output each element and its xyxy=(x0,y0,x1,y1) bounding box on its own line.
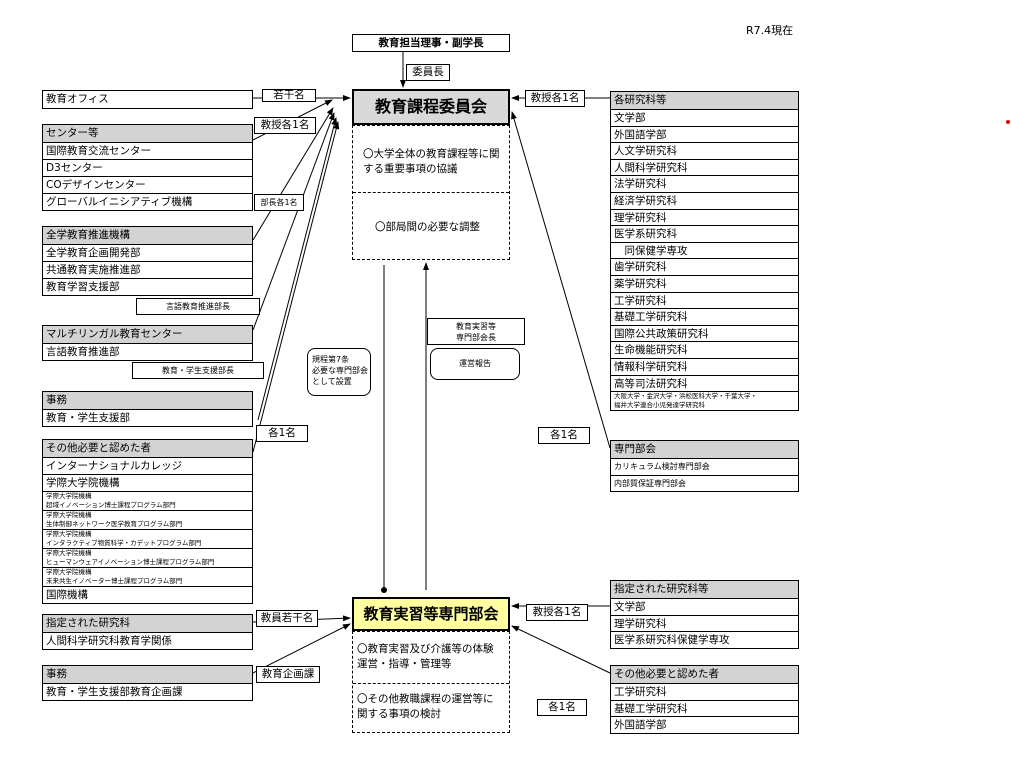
group-header: 専門部会 xyxy=(611,441,798,458)
list-item: インターナショナルカレッジ xyxy=(43,457,252,474)
edu-head-label: 教育・学生支援部長 xyxy=(132,362,264,379)
group-header: 事務 xyxy=(43,666,252,683)
list-item: 法学研究科 xyxy=(611,175,798,192)
group-box: 各研究科等文学部外国語学部人文学研究科人間科学研究科法学研究科経済学研究科理学研… xyxy=(610,91,799,412)
right-each-label: 各1名 xyxy=(538,427,590,444)
date-label: R7.4現在 xyxy=(746,24,794,37)
list-item: D3センター xyxy=(43,159,252,176)
list-item: 経済学研究科 xyxy=(611,191,798,209)
subcommittee-duties: 〇教育実習及び介護等の体験運営・指導・管理等 〇その他教職課程の運営等に関する事… xyxy=(352,631,510,733)
list-item: 内部質保証専門部会 xyxy=(611,474,798,492)
subcommittee-duty-1: 〇教育実習及び介護等の体験運営・指導・管理等 xyxy=(353,632,509,684)
list-item: 共通教育実施推進部 xyxy=(43,261,252,278)
committee-duty-1: 〇大学全体の教育課程等に関する重要事項の協議 xyxy=(353,126,509,193)
list-item-small: 学際大学院機構 未来共生イノベーター博士課程プログラム部門 xyxy=(43,567,252,586)
list-item: 教育・学生支援部教育企画課 xyxy=(43,683,252,700)
right-prof-label: 教授各1名 xyxy=(525,90,585,107)
chair-label: 委員長 xyxy=(406,64,450,81)
list-item: 外国語学部 xyxy=(611,716,798,733)
group-box: 指定された研究科人間科学研究科教育学関係 xyxy=(42,614,253,650)
report-note: 運営報告 xyxy=(430,348,520,380)
list-item: 言語教育推進部 xyxy=(43,343,252,360)
list-item: COデザインセンター xyxy=(43,176,252,193)
list-item-small: 大阪大学・金沢大学・浜松医科大学・千葉大学・ 福井大学連合小児発達学研究科 xyxy=(611,391,798,410)
dean-label: 部長各1名 xyxy=(254,194,304,211)
committee-duties: 〇大学全体の教育課程等に関する重要事項の協議 〇部局間の必要な調整 xyxy=(352,125,510,260)
list-item: 国際機構 xyxy=(43,586,252,603)
list-item-small: 学際大学院機構 生体制御ネットワーク医学教育プログラム部門 xyxy=(43,510,252,529)
list-item-small: 学際大学院機構 超域イノベーション博士課程プログラム部門 xyxy=(43,491,252,510)
list-item: 人文学研究科 xyxy=(611,142,798,159)
group-header: 全学教育推進機構 xyxy=(43,227,252,244)
list-item: 教育学習支援部 xyxy=(43,278,252,295)
list-item: 理学研究科 xyxy=(611,208,798,226)
prof-label: 教授各1名 xyxy=(254,117,316,134)
list-item: 工学研究科 xyxy=(611,683,798,700)
list-item: 基礎工学研究科 xyxy=(611,699,798,717)
list-item: 文学部 xyxy=(611,598,798,615)
list-item: 人間科学研究科 xyxy=(611,158,798,176)
lang-head-label: 言語教育推進部長 xyxy=(136,298,260,315)
group-box: マルチリンガル教育センター言語教育推進部 xyxy=(42,325,253,361)
group-box: 事務教育・学生支援部教育企画課 xyxy=(42,665,253,701)
committee-duty-2: 〇部局間の必要な調整 xyxy=(375,221,480,233)
list-item: 工学研究科 xyxy=(611,291,798,309)
list-item: 歯学研究科 xyxy=(611,258,798,275)
group-header: 各研究科等 xyxy=(611,92,798,109)
staff-label: 教員若干名 xyxy=(256,610,318,627)
list-item: 高等司法研究科 xyxy=(611,374,798,392)
list-item: グローバルイニシアティブ機構 xyxy=(43,193,252,210)
group-header: 指定された研究科等 xyxy=(611,581,798,598)
list-item: 医学系研究科 xyxy=(611,225,798,242)
list-item: 学際大学院機構 xyxy=(43,474,252,491)
group-header: その他必要と認めた者 xyxy=(611,666,798,683)
list-item: 文学部 xyxy=(611,109,798,126)
list-item: 情報科学研究科 xyxy=(611,357,798,375)
right-prof2-label: 教授各1名 xyxy=(526,604,588,621)
list-item-small: 学際大学院機構 ヒューマンウェアイノベーション博士課程プログラム部門 xyxy=(43,548,252,567)
office-box: 教育オフィス xyxy=(42,90,253,109)
list-item: 国際教育交流センター xyxy=(43,142,252,159)
subcommittee-title: 教育実習等専門部会 xyxy=(352,597,510,631)
vice-president-box: 教育担当理事・副学長 xyxy=(352,34,510,52)
group-header: マルチリンガル教育センター xyxy=(43,326,252,343)
committee-title: 教育課程委員会 xyxy=(352,89,510,125)
list-item: 国際公共政策研究科 xyxy=(611,324,798,342)
list-item: カリキュラム検討専門部会 xyxy=(611,458,798,475)
list-item: 外国語学部 xyxy=(611,125,798,143)
list-item: 医学系研究科保健学専攻 xyxy=(611,631,798,648)
office-item: 教育オフィス xyxy=(46,93,109,105)
plan-label: 教育企画課 xyxy=(256,666,320,683)
group-box: その他必要と認めた者インターナショナルカレッジ学際大学院機構学際大学院機構 超域… xyxy=(42,439,253,604)
group-box: 指定された研究科等文学部理学研究科医学系研究科保健学専攻 xyxy=(610,580,799,649)
group-box: 事務教育・学生支援部 xyxy=(42,391,253,427)
list-item: 生命機能研究科 xyxy=(611,341,798,358)
rule-note: 規程第7条 必要な専門部会 として設置 xyxy=(307,348,371,396)
list-item: 教育・学生支援部 xyxy=(43,409,252,426)
subcommittee-duty-2: 〇その他教職課程の運営等に関する事項の検討 xyxy=(357,693,494,720)
list-item: 人間科学研究科教育学関係 xyxy=(43,632,252,649)
list-item: 薬学研究科 xyxy=(611,274,798,292)
subcommittee-head-label: 教育実習等 専門部会長 xyxy=(427,318,525,345)
group-header: その他必要と認めた者 xyxy=(43,440,252,457)
group-header: センター等 xyxy=(43,125,252,142)
each-label: 各1名 xyxy=(256,425,308,442)
right-each2-label: 各1名 xyxy=(537,699,587,716)
group-box: 全学教育推進機構全学教育企画開発部共通教育実施推進部教育学習支援部 xyxy=(42,226,253,296)
list-item: 全学教育企画開発部 xyxy=(43,244,252,261)
list-item: 理学研究科 xyxy=(611,614,798,632)
group-box: 専門部会カリキュラム検討専門部会内部質保証専門部会 xyxy=(610,440,799,493)
few-label: 若干名 xyxy=(262,89,316,102)
list-item: 同保健学専攻 xyxy=(611,241,798,259)
list-item-small: 学際大学院機構 インタラクティブ物質科学・カデットプログラム部門 xyxy=(43,529,252,548)
list-item: 基礎工学研究科 xyxy=(611,308,798,325)
group-header: 指定された研究科 xyxy=(43,615,252,632)
group-header: 事務 xyxy=(43,392,252,409)
group-box: その他必要と認めた者工学研究科基礎工学研究科外国語学部 xyxy=(610,665,799,734)
